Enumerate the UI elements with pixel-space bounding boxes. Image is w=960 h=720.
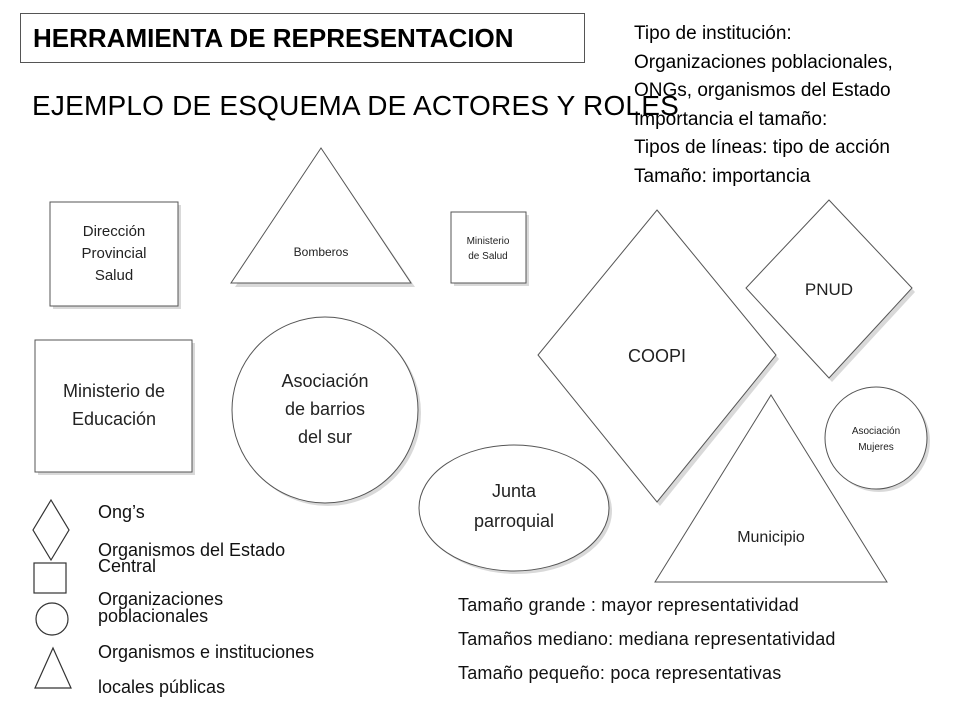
actor-asociacion-barrios-sur: Asociación de barrios del sur [231,316,421,506]
actor-label: de barrios [285,399,365,419]
actor-bomberos: Bomberos [230,147,415,287]
legend-circle-icon [35,602,69,636]
actor-label: Educación [72,409,156,429]
legend-organizaciones-label: Organizaciones [98,589,224,609]
actor-label: Bomberos [294,245,349,259]
actor-label: COOPI [628,346,686,366]
actor-label: Ministerio [467,236,510,247]
actor-label: de Salud [468,251,507,262]
legend-organismos-estado-label-2: Central [98,556,157,576]
legend-triangle-icon [34,646,72,689]
actor-ministerio-educacion: Ministerio de Educación [34,339,195,475]
actor-label: PNUD [805,280,853,299]
info-line: Tamaño: importancia [634,165,811,187]
legend-organismos-estado-label: Organismos del Estado [98,540,286,560]
legend-square-icon [33,562,67,594]
legend-diamond-icon [32,498,70,562]
actor-label: Mujeres [858,442,894,453]
info-line: ONGs, organismos del Estado [634,80,891,101]
actor-label: Junta [492,481,537,501]
actor-pnud: PNUD [745,199,915,382]
info-line: Importancia el tamaño: [634,108,828,130]
legend-organismos-locales-label: Organismos e instituciones [98,642,315,662]
info-line: Tipo de institución: [634,23,792,44]
page-title: HERRAMIENTA DE REPRESENTACION [33,23,514,53]
actor-label: parroquial [474,511,554,531]
info-line: Tipos de líneas: tipo de acción [634,137,890,158]
info-notes: Tipo de institución: Organizaciones pobl… [634,20,893,191]
actor-label: Salud [95,267,133,284]
actor-label: Ministerio de [63,381,165,401]
actor-junta-parroquial: Junta parroquial [418,444,612,574]
actor-label: Asociación [852,426,900,437]
actor-label: del sur [298,427,352,447]
actor-direccion-provincial-salud: Dirección Provincial Salud [49,201,181,309]
legend-ongs-label: Ong’s [98,502,145,522]
legend-organismos-locales-label-2: locales públicas [98,677,226,697]
info-line: Organizaciones poblacionales, [634,51,893,73]
actor-municipio: Municipio [654,394,888,583]
diagram-subtitle: EJEMPLO DE ESQUEMA DE ACTORES Y ROLES [32,90,679,121]
size-legend-medium: Tamaños mediano: mediana representativid… [458,629,836,649]
actor-asociacion-mujeres: Asociación Mujeres [824,386,930,492]
title-box: HERRAMIENTA DE REPRESENTACION [20,13,585,63]
actor-label: Municipio [737,529,805,546]
actor-ministerio-salud: Ministerio de Salud [450,211,529,286]
legend-organizaciones-label-2: poblacionales [98,606,209,626]
actor-label: Dirección [83,223,146,240]
actor-label: Asociación [281,371,368,391]
actor-coopi: COOPI [537,209,779,507]
size-legend-small: Tamaño pequeño: poca representativas [458,663,782,683]
actor-label: Provincial [81,245,146,262]
size-legend-large: Tamaño grande : mayor representatividad [458,595,799,615]
